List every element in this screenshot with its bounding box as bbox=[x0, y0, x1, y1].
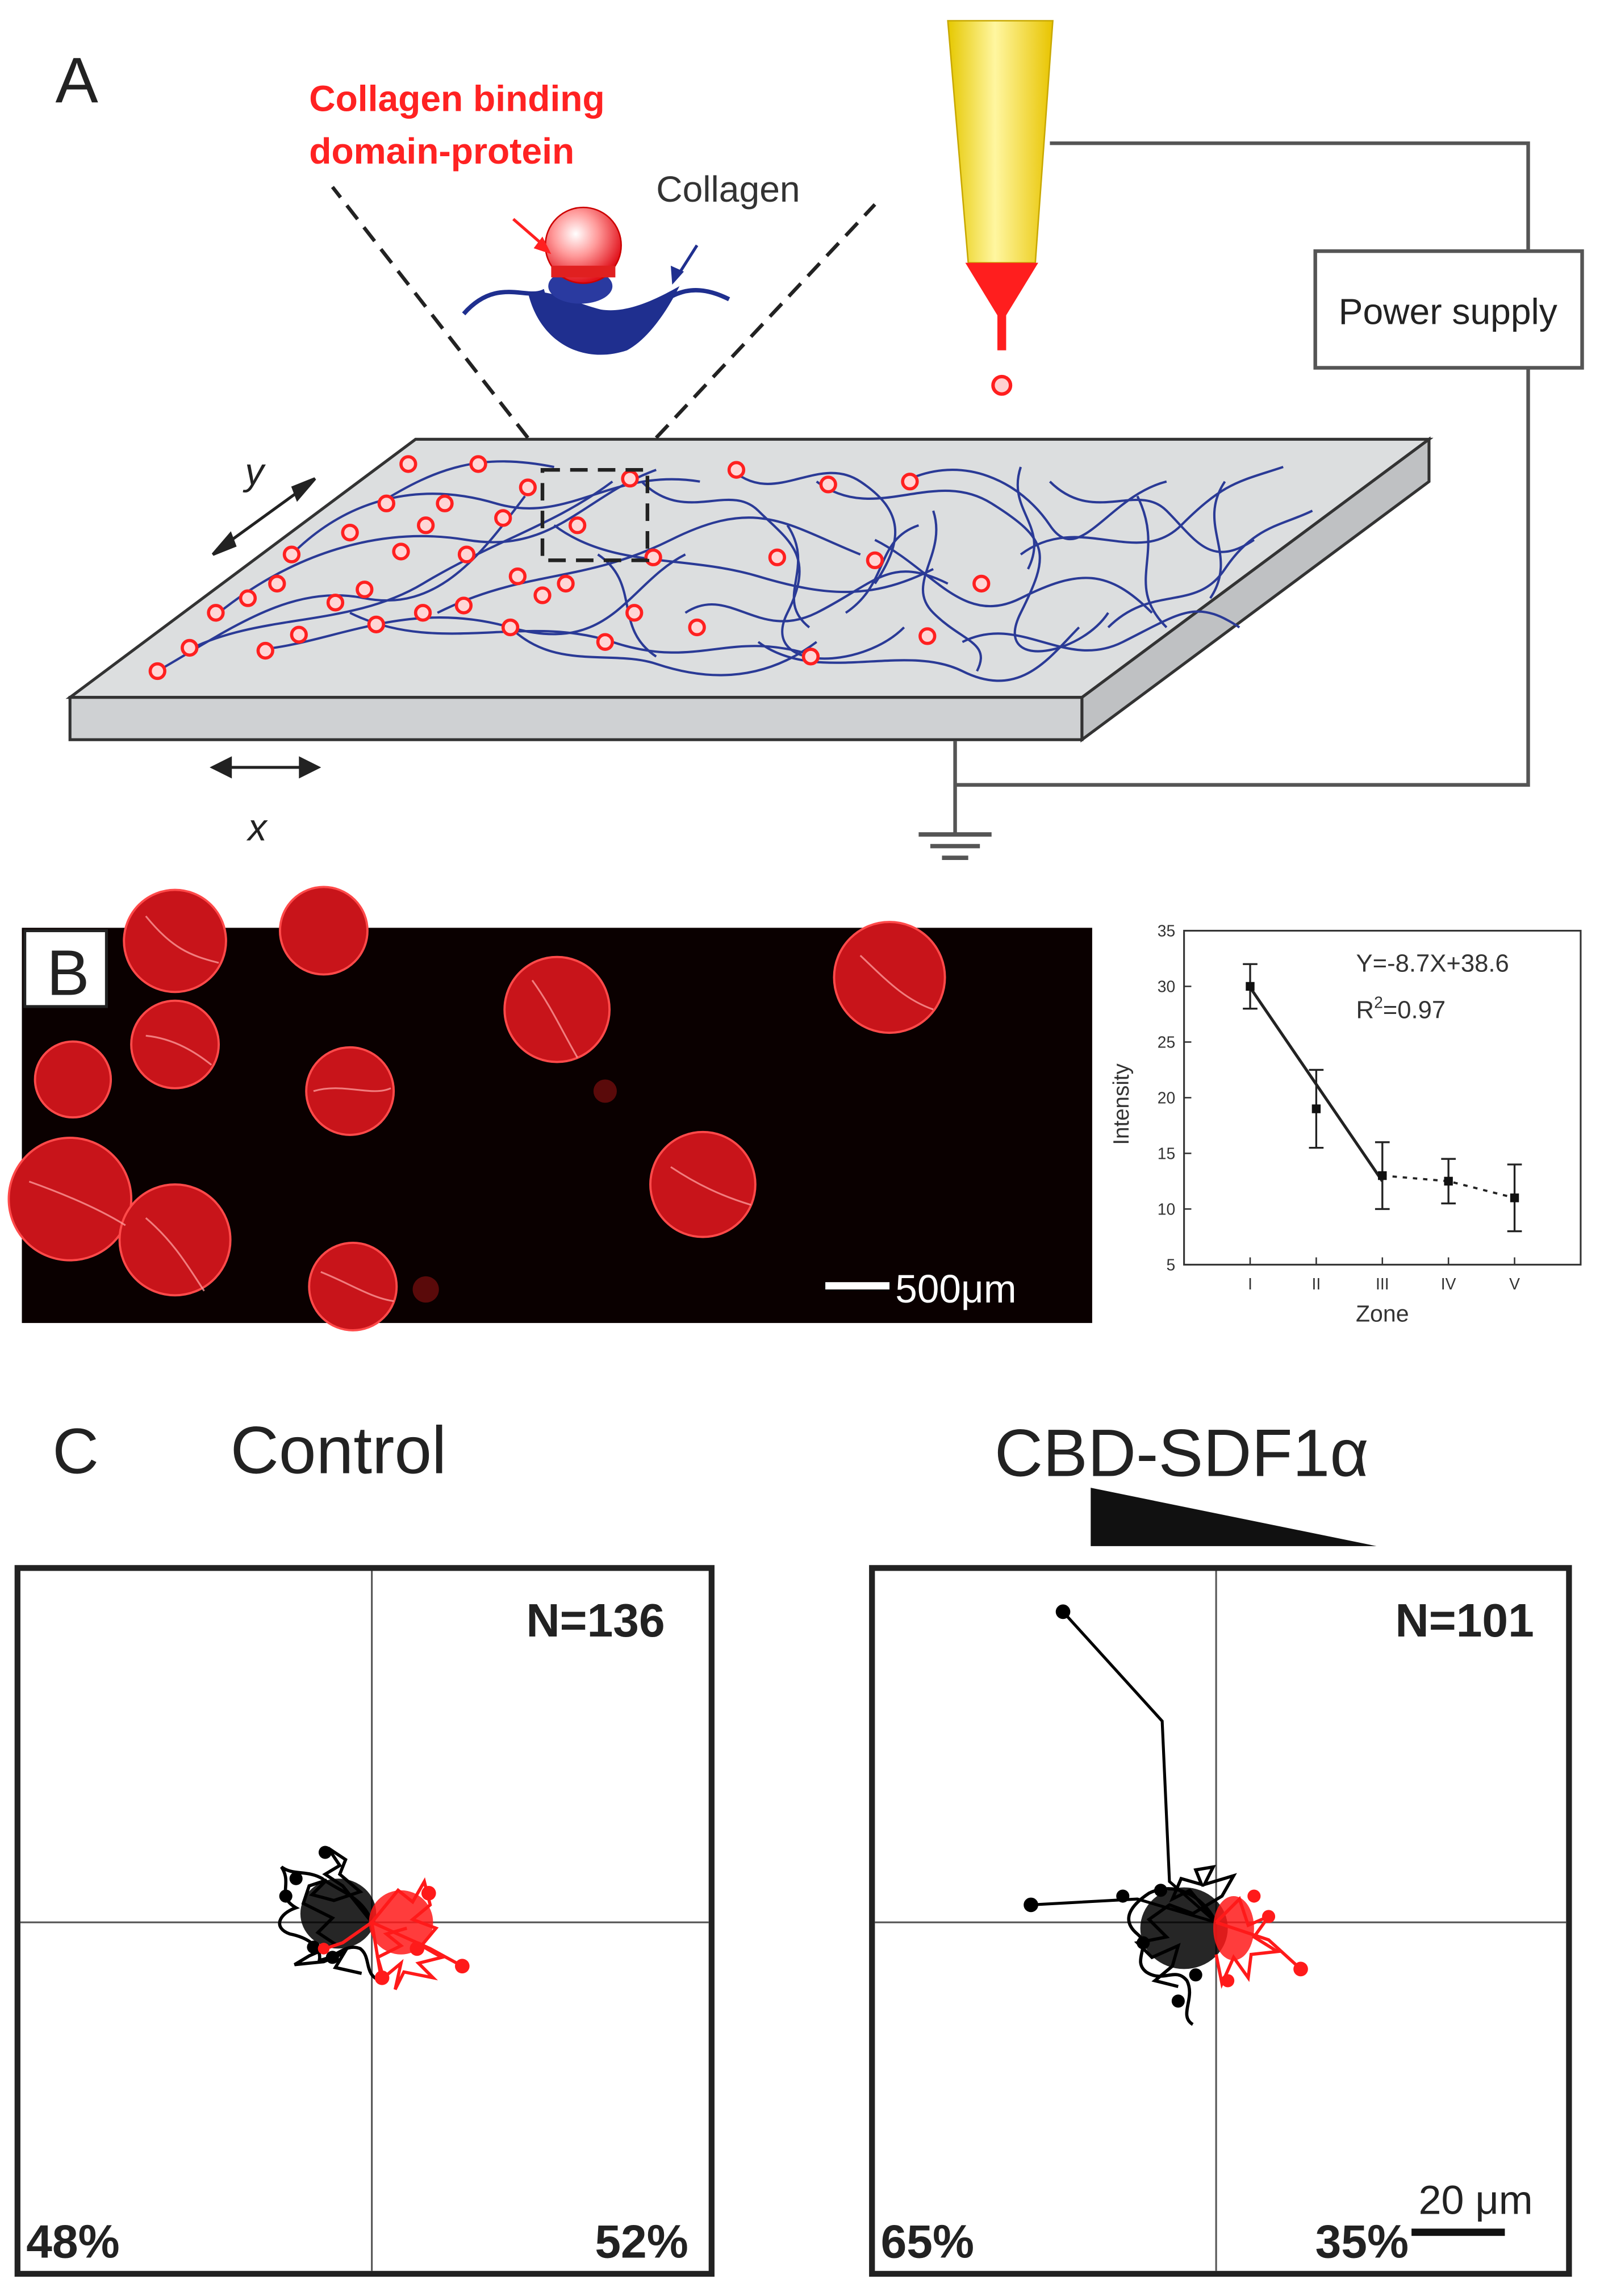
panel-a-letter: A bbox=[56, 44, 99, 116]
panel-a: A bbox=[56, 20, 1584, 860]
cbd-sdf-title: CBD-SDF1α bbox=[995, 1416, 1369, 1491]
control-plot: N=136 48% 52% bbox=[14, 1565, 715, 2277]
data-point bbox=[1510, 1193, 1519, 1203]
collagen-label: Collagen bbox=[656, 169, 800, 210]
scale-bar-c-label: 20 μm bbox=[1418, 2178, 1532, 2223]
ground-symbol bbox=[918, 832, 992, 860]
scale-bar-b bbox=[825, 1282, 890, 1290]
panel-b: 500μm B Intensity Zone Y=-8.7X+38.6 R2=0… bbox=[7, 886, 1582, 1331]
y-tick-label: 20 bbox=[1158, 1089, 1175, 1107]
power-supply-label: Power supply bbox=[1339, 291, 1557, 332]
control-n-label: N=136 bbox=[526, 1595, 665, 1647]
spray-nozzle bbox=[947, 20, 1054, 396]
y-tick-label: 30 bbox=[1158, 978, 1175, 996]
trend-line-dotted bbox=[1382, 1174, 1515, 1199]
x-tick-label: II bbox=[1312, 1275, 1321, 1293]
circuit-wires bbox=[953, 141, 1530, 835]
chart-y-label: Intensity bbox=[1109, 1063, 1134, 1145]
x-tick-label: III bbox=[1376, 1275, 1389, 1293]
y-tick-label: 15 bbox=[1158, 1145, 1175, 1163]
data-point bbox=[1378, 1171, 1387, 1180]
intensity-chart: Intensity Zone Y=-8.7X+38.6 R2=0.97 5 10 1… bbox=[1109, 922, 1582, 1327]
cbd-red-tracks bbox=[1213, 1889, 1308, 1989]
cbd-label-line1: Collagen binding bbox=[309, 78, 604, 119]
power-supply-box bbox=[1313, 249, 1584, 370]
x-axis-arrow bbox=[210, 756, 321, 779]
cbd-n-label: N=101 bbox=[1395, 1595, 1534, 1647]
cbd-protein-dots bbox=[148, 455, 991, 681]
control-title: Control bbox=[231, 1413, 447, 1488]
y-tick-label: 5 bbox=[1167, 1256, 1176, 1274]
chart-r2: R2=0.97 bbox=[1356, 993, 1446, 1024]
y-tick-label: 10 bbox=[1158, 1200, 1175, 1218]
chart-r2-prefix: R bbox=[1356, 996, 1375, 1024]
panel-c: C Control CBD-SDF1α bbox=[14, 1413, 1572, 2277]
y-tick-label: 35 bbox=[1158, 922, 1175, 940]
cbd-right-pct: 35% bbox=[1315, 2216, 1409, 2268]
x-tick-label: V bbox=[1509, 1275, 1520, 1293]
scale-bar-c bbox=[1411, 2228, 1505, 2236]
scale-bar-b-label: 500μm bbox=[895, 1267, 1016, 1311]
control-right-pct: 52% bbox=[595, 2216, 688, 2268]
panel-b-letter: B bbox=[47, 937, 89, 1008]
control-left-pct: 48% bbox=[26, 2216, 119, 2268]
chart-r2-value: =0.97 bbox=[1383, 996, 1446, 1024]
x-axis-label: x bbox=[246, 807, 268, 849]
chart-plot-area bbox=[1183, 929, 1582, 1266]
zoom-indicator bbox=[331, 186, 876, 562]
fluorescence-image: 500μm B bbox=[7, 886, 1092, 1331]
cbd-left-pct: 65% bbox=[881, 2216, 974, 2268]
x-tick-label: I bbox=[1248, 1275, 1252, 1293]
gradient-wedge-icon bbox=[1091, 1488, 1377, 1546]
cbd-sdf-plot: N=101 65% 35% 20 μm bbox=[869, 1565, 1572, 2277]
control-red-tracks bbox=[318, 1877, 470, 1990]
cbd-black-tracks bbox=[1024, 1604, 1237, 2026]
collagen-fibers bbox=[157, 460, 1313, 682]
y-axis-arrow bbox=[211, 477, 316, 556]
data-point bbox=[1311, 1104, 1321, 1113]
data-point bbox=[1444, 1176, 1453, 1186]
y-axis-label: y bbox=[243, 451, 266, 493]
data-point bbox=[1246, 982, 1255, 991]
chart-x-label: Zone bbox=[1356, 1301, 1409, 1327]
x-tick-label: IV bbox=[1441, 1275, 1456, 1293]
y-tick-label: 25 bbox=[1158, 1033, 1175, 1051]
chart-r2-sup: 2 bbox=[1374, 993, 1383, 1012]
chart-equation: Y=-8.7X+38.6 bbox=[1356, 949, 1509, 977]
panel-c-letter: C bbox=[52, 1416, 99, 1487]
cbd-collagen-inset bbox=[462, 206, 730, 355]
cbd-label-line2: domain-protein bbox=[309, 131, 574, 172]
